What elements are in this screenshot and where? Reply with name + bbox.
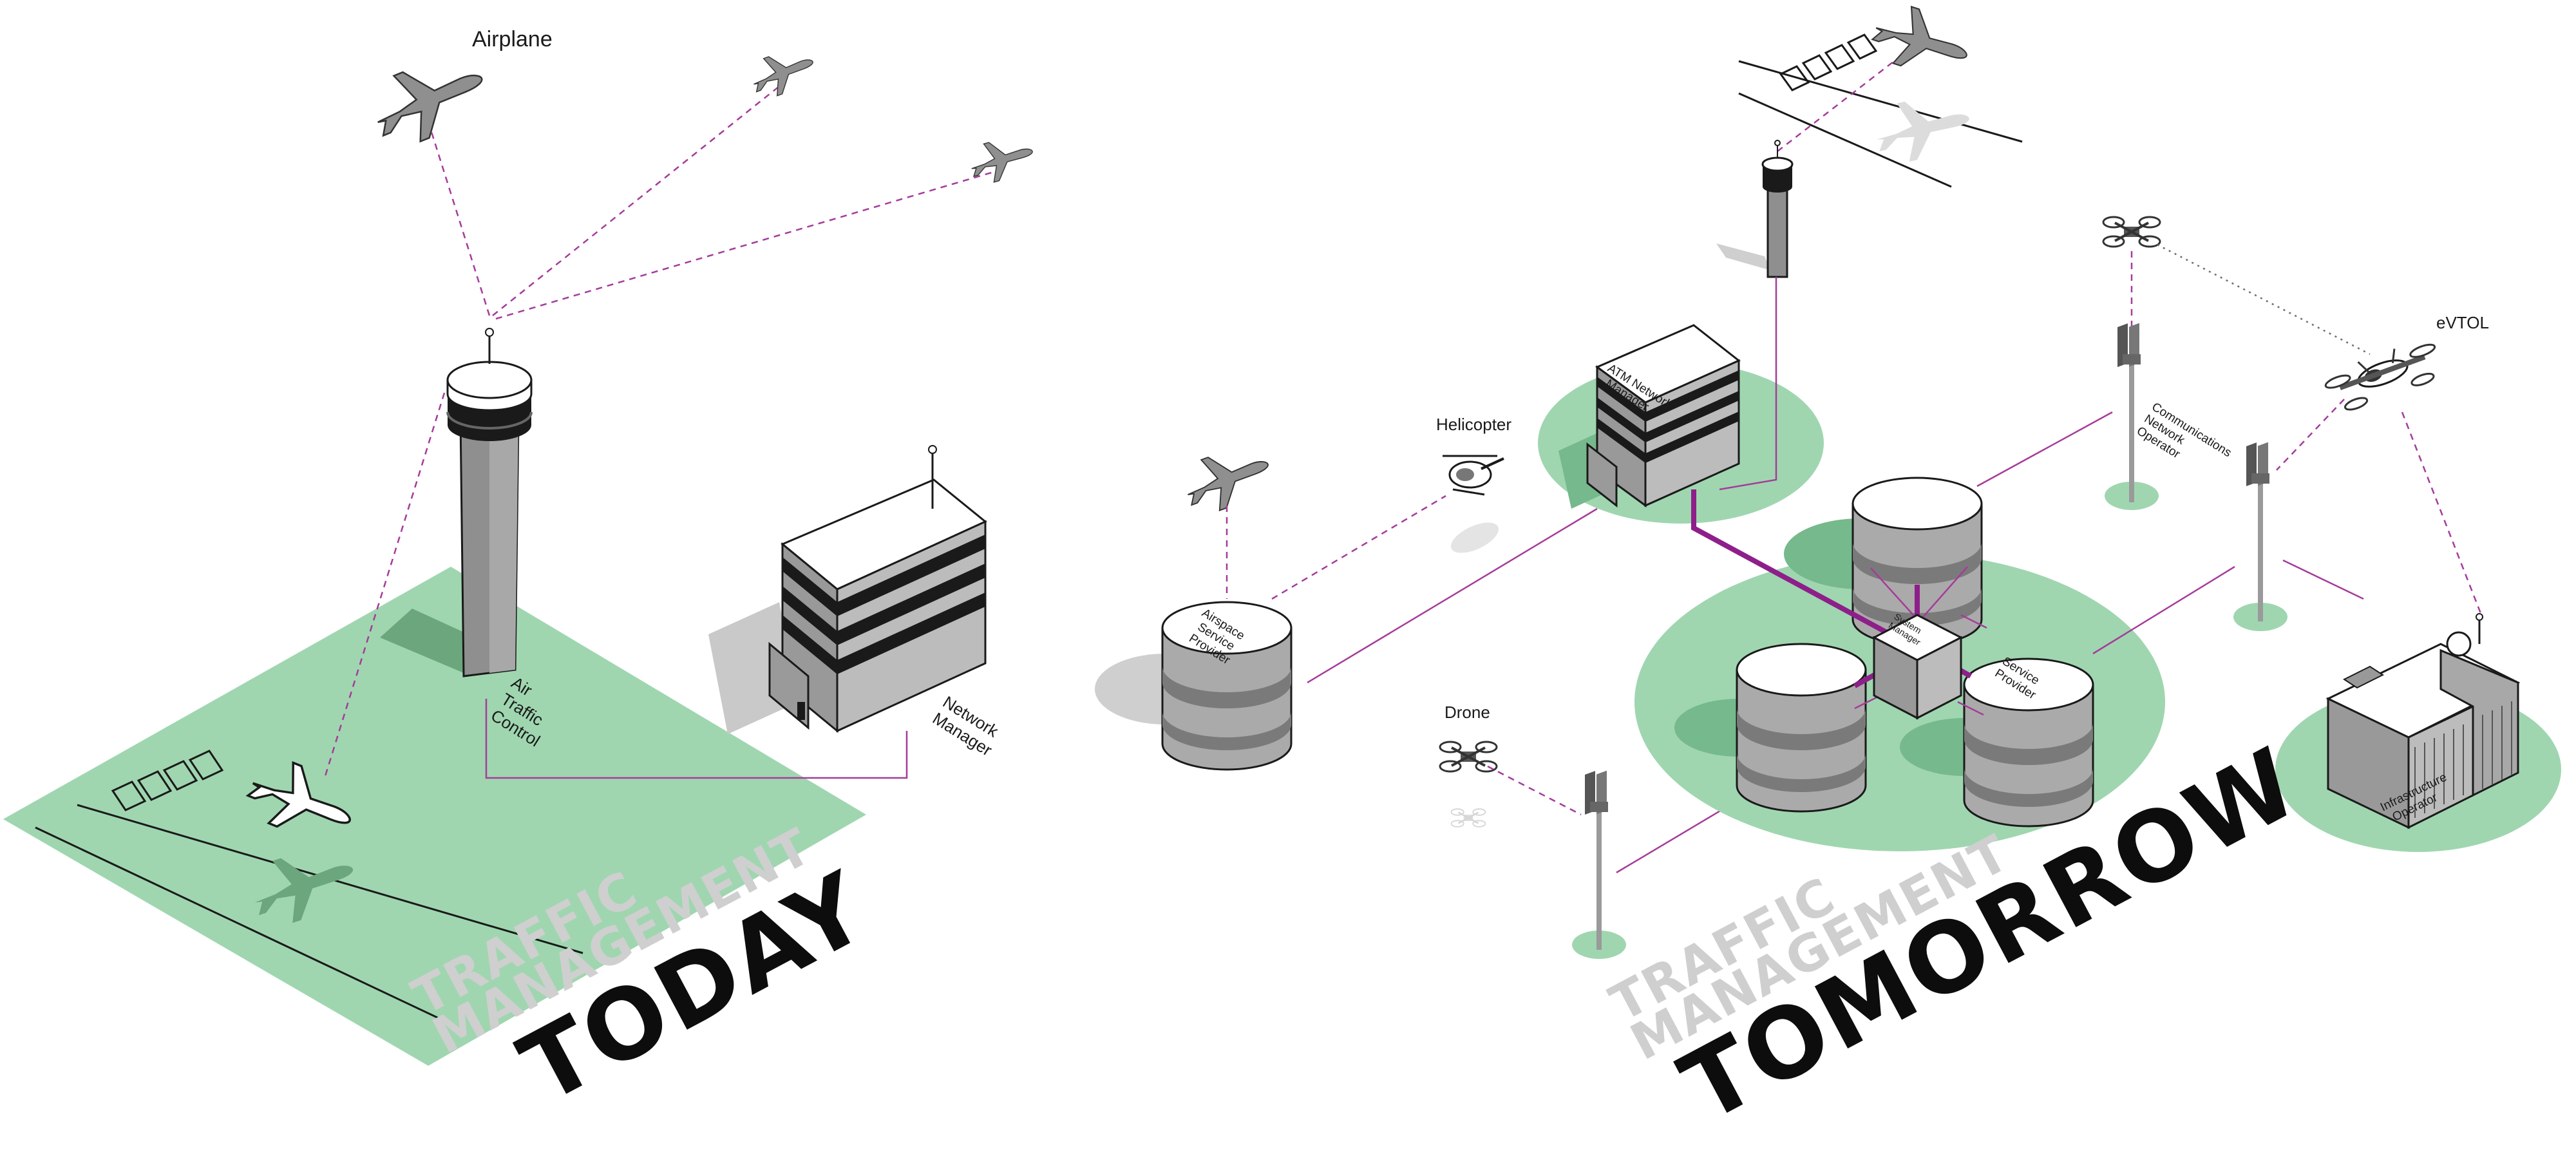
runway-line bbox=[35, 826, 451, 1025]
link-mast-sp2 bbox=[2092, 565, 2235, 655]
link-evtol-mast bbox=[2276, 399, 2345, 471]
airplane-icon bbox=[1866, 0, 1976, 85]
network-manager-label: Network Manager bbox=[929, 692, 1003, 760]
link-atc-airplane-2 bbox=[492, 83, 783, 316]
link-atc-airplane bbox=[430, 131, 491, 316]
link-atc-runway-plane bbox=[324, 392, 446, 777]
drone-shadow bbox=[1450, 808, 1486, 828]
control-tower bbox=[1761, 140, 1794, 278]
air-traffic-control-tower bbox=[446, 328, 533, 677]
airplane-shadow bbox=[1870, 89, 1976, 167]
helicopter-icon bbox=[1443, 455, 1504, 496]
tower-shadow bbox=[1716, 243, 1771, 270]
link-tower-atm bbox=[1719, 277, 1777, 491]
runway-threshold-markings bbox=[1779, 33, 1878, 91]
link-asp-atm bbox=[1307, 507, 1598, 684]
atm-network-manager-building bbox=[1586, 324, 1741, 508]
link-drone-mast bbox=[1487, 765, 1582, 816]
airplane-icon bbox=[746, 43, 820, 103]
network-manager-building bbox=[768, 445, 987, 733]
helicopter-shadow bbox=[1450, 522, 1499, 553]
helicopter-label: Helicopter bbox=[1436, 415, 1511, 434]
link-tower-airplane bbox=[1777, 59, 1897, 152]
tomorrow-section: ATM Network Manager Airspace Service Pro… bbox=[1095, 0, 2561, 1144]
today-section: Airplane Air Traffic C bbox=[3, 27, 1038, 1126]
airfield-ground bbox=[3, 567, 866, 1066]
antenna-mast-icon bbox=[2246, 442, 2269, 621]
evtol-label: eVTOL bbox=[2436, 313, 2489, 332]
antenna-mast-icon bbox=[1585, 770, 1608, 950]
runway-line bbox=[1738, 60, 2023, 143]
drone-icon bbox=[2102, 216, 2161, 248]
airplane-icon bbox=[1177, 438, 1278, 520]
tower-shadow bbox=[380, 609, 489, 673]
evtol-icon bbox=[2324, 343, 2436, 411]
cno-label: Communications Network Operator bbox=[2134, 400, 2233, 461]
link-cno-sp bbox=[1976, 411, 2113, 487]
link-atc-airplane-3 bbox=[495, 167, 1005, 320]
system-manager-cube bbox=[1871, 614, 1964, 720]
link-evtol-io bbox=[2401, 411, 2484, 619]
link-asp-helicopter bbox=[1271, 495, 1446, 600]
runway-line bbox=[1738, 92, 1952, 188]
link-drone-evtol bbox=[2157, 243, 2371, 355]
airplane-icon bbox=[363, 44, 496, 155]
service-provider-database bbox=[1736, 643, 1867, 813]
airplane-icon bbox=[965, 131, 1038, 187]
link-atc-network-manager bbox=[485, 699, 908, 779]
airplane-label: Airplane bbox=[472, 27, 553, 52]
runway-threshold-markings bbox=[111, 750, 224, 811]
antenna-mast-icon bbox=[2117, 323, 2141, 502]
infrastructure-operator-building bbox=[2325, 613, 2521, 829]
drone-label: Drone bbox=[1444, 703, 1490, 722]
system-links bbox=[1854, 566, 1987, 716]
link-mast-io bbox=[2282, 559, 2364, 600]
